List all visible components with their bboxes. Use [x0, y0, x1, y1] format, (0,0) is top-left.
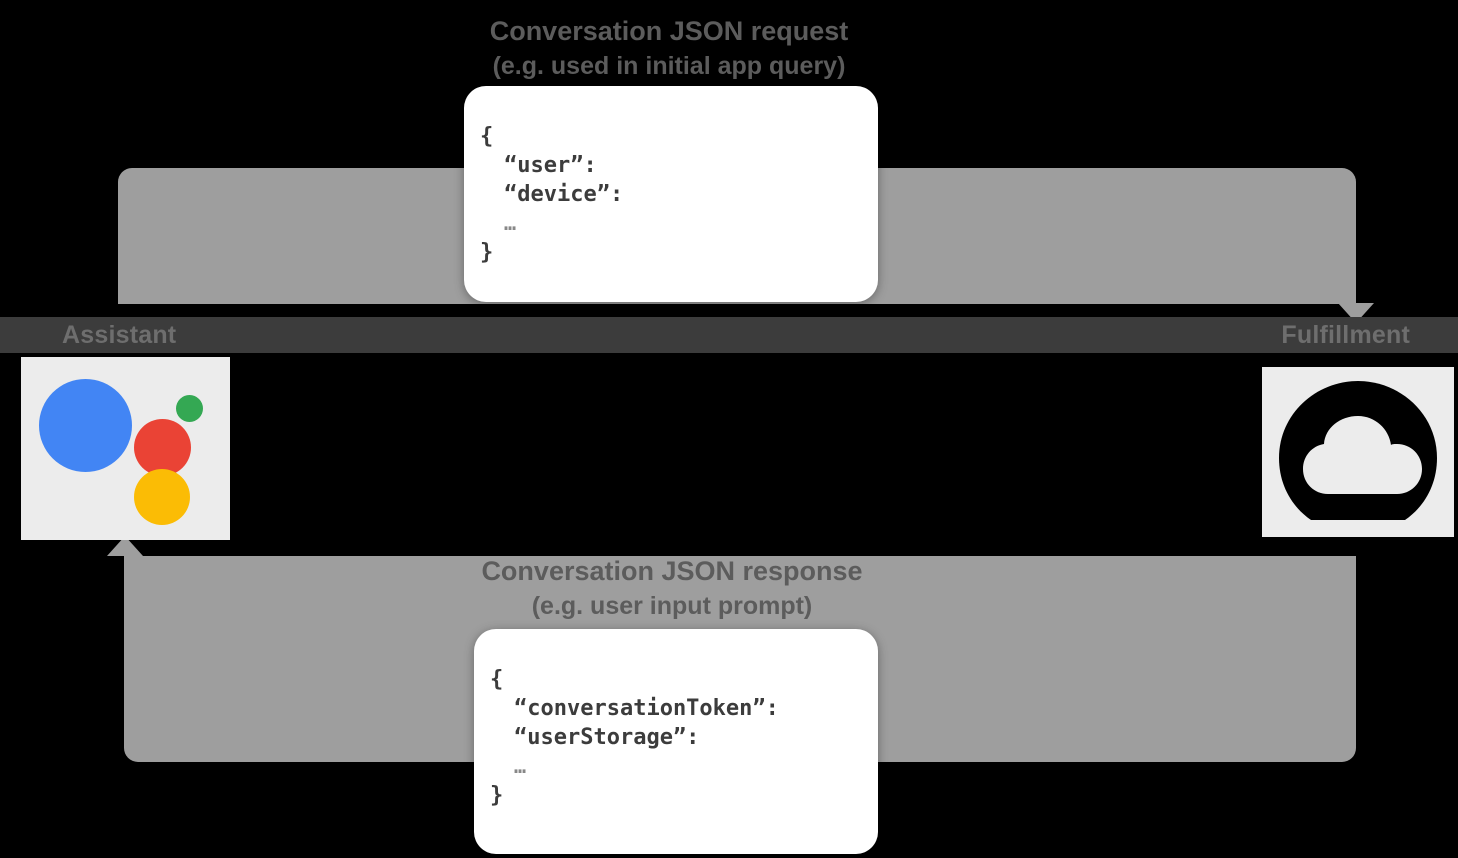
json-line: {	[480, 124, 494, 149]
response-arrowhead-icon	[107, 536, 143, 556]
assistant-icon-tile	[21, 357, 230, 540]
assistant-blue-dot-icon	[39, 379, 132, 472]
json-line: “userStorage”:	[514, 725, 700, 750]
response-flow-subtitle: (e.g. user input prompt)	[531, 591, 813, 620]
json-line: “device”:	[504, 182, 624, 207]
response-flow-title: Conversation JSON response	[481, 556, 863, 586]
json-line: }	[480, 240, 494, 265]
assistant-label: Assistant	[62, 321, 177, 349]
json-line: {	[490, 667, 504, 692]
assistant-green-dot-icon	[176, 395, 203, 422]
json-line: }	[490, 783, 504, 808]
fulfillment-label: Fulfillment	[1281, 321, 1410, 349]
request-json-card: { “user”: “device”: … }	[464, 86, 878, 302]
request-flow-title: Conversation JSON request	[489, 16, 849, 46]
json-line: “user”:	[504, 153, 597, 178]
json-line: …	[514, 754, 527, 778]
request-flow-subtitle: (e.g. used in initial app query)	[492, 51, 846, 80]
assistant-red-dot-icon	[134, 419, 191, 476]
center-divider-bar	[0, 317, 1458, 353]
response-json-card: { “conversationToken”: “userStorage”: … …	[474, 629, 878, 854]
json-line: …	[504, 211, 517, 235]
fulfillment-icon-tile	[1262, 367, 1454, 537]
assistant-yellow-dot-icon	[134, 469, 190, 525]
json-line: “conversationToken”:	[514, 696, 779, 721]
cloud-icon	[1262, 367, 1454, 537]
request-flow-label: Conversation JSON request (e.g. used in …	[399, 16, 939, 81]
response-flow-label: Conversation JSON response (e.g. user in…	[402, 556, 942, 621]
